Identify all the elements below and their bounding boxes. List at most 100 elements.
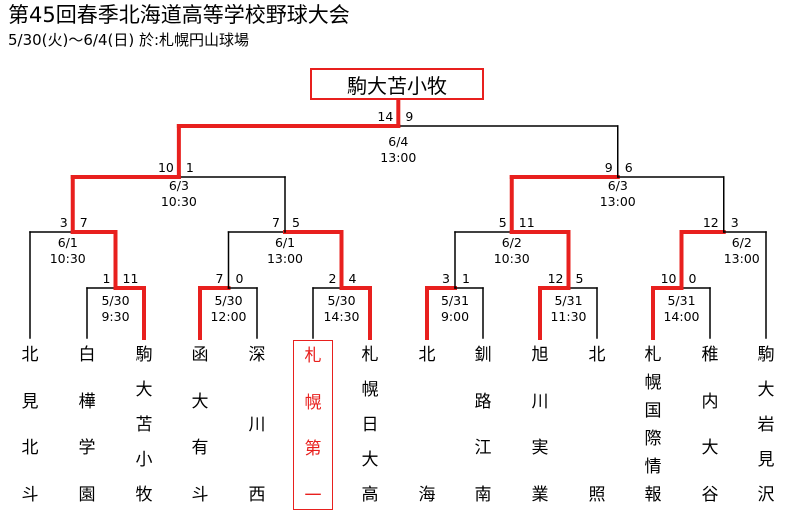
team-name-char: 高 <box>361 485 379 505</box>
team-name-char: 稚 <box>701 345 719 365</box>
r1-b-score-left: 7 <box>216 271 224 286</box>
team-name-char: 大 <box>135 380 153 400</box>
r2-b-score-left: 7 <box>272 215 280 230</box>
team-name-char: 札 <box>644 345 662 365</box>
team-name-char: 日 <box>361 415 379 435</box>
page-subtitle: 5/30(火)～6/4(日) 於:札幌円山球場 <box>8 31 250 49</box>
team-name-char: 北 <box>21 345 39 365</box>
team-name-char: 幌 <box>644 373 662 393</box>
team-name-char: 札 <box>304 346 322 366</box>
final-score-left: 14 <box>377 109 393 124</box>
team-name-char: 実 <box>531 438 549 458</box>
team-name-char: 斗 <box>191 485 209 505</box>
team-name-char: 駒 <box>757 345 775 365</box>
team-name-char: 園 <box>78 485 96 505</box>
team-name-char: 江 <box>474 438 492 458</box>
team-name-char: 報 <box>644 485 662 505</box>
r1-b-time: 12:00 <box>210 309 246 324</box>
team-name-char: 情 <box>644 457 662 477</box>
team-name-char: 沢 <box>757 485 775 505</box>
r1-f-date: 5/31 <box>667 293 695 308</box>
r2-c-score-left: 5 <box>499 215 507 230</box>
r2-b-date: 6/1 <box>275 235 295 250</box>
team-13: 稚内大谷 <box>690 340 730 510</box>
team-name-char: 西 <box>248 485 266 505</box>
team-12: 札幌国際情報 <box>633 340 673 510</box>
r2-b-time: 13:00 <box>267 251 303 266</box>
team-name-char: 南 <box>474 485 492 505</box>
r1-e-date: 5/31 <box>554 293 582 308</box>
team-name-char: 川 <box>531 392 549 412</box>
team-name-char: 小 <box>135 450 153 470</box>
team-name-char: 見 <box>21 392 39 412</box>
r1-b-date: 5/30 <box>214 293 242 308</box>
team-name-char: 大 <box>701 438 719 458</box>
team-name-char: 有 <box>191 438 209 458</box>
r1-c-time: 14:30 <box>323 309 359 324</box>
r2-a-score-left: 3 <box>60 215 68 230</box>
r1-f-score-left: 10 <box>661 271 677 286</box>
page-title: 第45回春季北海道高等学校野球大会 <box>8 3 350 27</box>
r1-a-score-left: 1 <box>103 271 111 286</box>
team-name-char: 樺 <box>78 392 96 412</box>
team-9: 釧路江南 <box>463 340 503 510</box>
team-name-char: 大 <box>191 392 209 412</box>
r1-c-score-right: 4 <box>349 271 357 286</box>
team-2: 白樺学園 <box>67 340 107 510</box>
team-name-char: 一 <box>304 486 322 506</box>
team-name-char: 旭 <box>531 345 549 365</box>
team-name-char: 駒 <box>135 345 153 365</box>
r2-c-date: 6/2 <box>502 235 522 250</box>
team-name-char: 川 <box>248 415 266 435</box>
sf-a-time: 10:30 <box>161 194 197 209</box>
team-name-char: 際 <box>644 429 662 449</box>
team-7: 札幌日大高 <box>350 340 390 510</box>
sf-b-date: 6/3 <box>608 178 628 193</box>
team-name-char: 照 <box>588 485 606 505</box>
r1-d-time: 9:00 <box>441 309 469 324</box>
r1-d-score-left: 3 <box>442 271 450 286</box>
sf-b-score-right: 6 <box>625 160 633 175</box>
r1-d-score-right: 1 <box>462 271 470 286</box>
sf-a-date: 6/3 <box>169 178 189 193</box>
r2-a-time: 10:30 <box>50 251 86 266</box>
r1-b-score-right: 0 <box>236 271 244 286</box>
r2-d-score-right: 3 <box>731 215 739 230</box>
team-6: 札幌第一 <box>293 340 333 510</box>
team-name-char: 国 <box>644 401 662 421</box>
team-8: 北海 <box>407 340 447 510</box>
r1-c-score-left: 2 <box>329 271 337 286</box>
sf-b-score-left: 9 <box>605 160 613 175</box>
team-name-char: 内 <box>701 392 719 412</box>
r1-f-score-right: 0 <box>689 271 697 286</box>
r2-a-date: 6/1 <box>58 235 78 250</box>
r2-d-score-left: 12 <box>703 215 719 230</box>
team-name-char: 白 <box>78 345 96 365</box>
r1-c-date: 5/30 <box>327 293 355 308</box>
team-4: 函大有斗 <box>180 340 220 510</box>
team-11: 北照 <box>577 340 617 510</box>
team-name-char: 斗 <box>21 485 39 505</box>
team-name-char: 岩 <box>757 415 775 435</box>
team-3: 駒大苫小牧 <box>124 340 164 510</box>
team-name-char: 幌 <box>361 380 379 400</box>
team-10: 旭川実業 <box>520 340 560 510</box>
team-14: 駒大岩見沢 <box>746 340 786 510</box>
team-name-char: 北 <box>588 345 606 365</box>
team-name-char: 北 <box>21 438 39 458</box>
sf-a-score-left: 10 <box>158 160 174 175</box>
team-name-char: 幌 <box>304 393 322 413</box>
team-name-char: 路 <box>474 392 492 412</box>
team-name-char: 学 <box>78 438 96 458</box>
r1-e-score-left: 12 <box>548 271 564 286</box>
team-name-char: 大 <box>757 380 775 400</box>
r2-c-score-right: 11 <box>519 215 535 230</box>
r1-a-time: 9:30 <box>101 309 129 324</box>
team-name-char: 谷 <box>701 485 719 505</box>
team-name-char: 見 <box>757 450 775 470</box>
final-score-right: 9 <box>405 109 413 124</box>
team-name-char: 大 <box>361 450 379 470</box>
sf-b-time: 13:00 <box>600 194 636 209</box>
team-name-char: 業 <box>531 485 549 505</box>
